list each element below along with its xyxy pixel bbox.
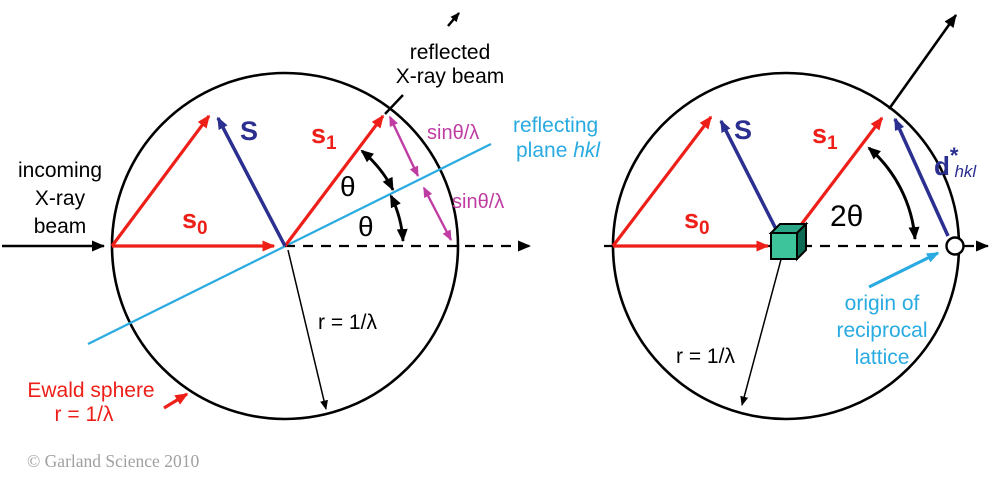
- two-theta-arc: [867, 146, 920, 240]
- incoming-beam-label-line2: X-ray: [35, 187, 86, 210]
- reflecting-plane-label-line2: plane hkl: [516, 139, 601, 162]
- theta-lower-label: θ: [358, 211, 374, 242]
- radius-arrow: [740, 251, 784, 406]
- s-vector-label: S: [240, 116, 258, 146]
- cube-front-face: [770, 232, 798, 260]
- s-vector: [719, 119, 780, 234]
- ewald-pointer-arrow: [163, 392, 189, 410]
- right-diagram: S s1 s0 2θ d*hkl origin of reciprocal la…: [604, 14, 989, 421]
- d-star-vector: [893, 117, 950, 237]
- s1-parallel-vector: [110, 114, 211, 247]
- origin-label-line1: origin of: [845, 292, 920, 315]
- sin-theta-upper-label: sinθ/λ: [427, 122, 479, 144]
- theta-arc-lower: [389, 194, 408, 242]
- theta-upper-label: θ: [340, 171, 356, 202]
- s1-parallel-vector: [611, 115, 713, 247]
- s-vector-label: S: [734, 115, 752, 145]
- sin-theta-lower-label: sinθ/λ: [452, 191, 504, 213]
- reflected-label-tick: [384, 94, 404, 115]
- s0-vector-label: s0: [182, 204, 208, 239]
- ewald-sphere-label-line1: Ewald sphere: [27, 379, 154, 402]
- ewald-sphere-label-line2: r = 1/λ: [55, 403, 114, 426]
- s-vector: [216, 116, 287, 247]
- radius-label: r = 1/λ: [676, 345, 735, 368]
- reflected-beam-label-line2: X-ray beam: [396, 65, 505, 88]
- s1-vector-label: s1: [311, 119, 337, 154]
- radius-arrow: [287, 249, 328, 410]
- crystal-cube-icon: [768, 221, 809, 262]
- two-theta-label: 2θ: [830, 200, 863, 233]
- incoming-beam-label-line3: beam: [34, 215, 87, 238]
- reflected-beam-mini-arrow: [447, 12, 460, 27]
- d-star-label: d*hkl: [934, 143, 977, 181]
- left-diagram: incoming X-ray beam reflected X-ray beam…: [2, 12, 601, 426]
- copyright-text: © Garland Science 2010: [27, 451, 199, 471]
- reflecting-plane-line: [87, 143, 492, 345]
- radius-label: r = 1/λ: [318, 311, 377, 334]
- reflected-beam-label-line1: reflected: [410, 41, 491, 64]
- s0-vector-label: s0: [684, 204, 710, 239]
- reflecting-plane-label-line1: reflecting: [513, 114, 598, 137]
- origin-label-line2: reciprocal: [836, 319, 927, 342]
- incoming-beam-label-line1: incoming: [18, 159, 102, 182]
- origin-pointer-arrow: [868, 251, 940, 289]
- theta-arc-upper: [360, 149, 395, 191]
- origin-label-line3: lattice: [855, 346, 910, 369]
- s1-vector: [283, 114, 385, 247]
- reflected-beam-arrow: [887, 14, 958, 110]
- s1-vector: [789, 116, 884, 239]
- sin-distance-arrow-lower: [422, 186, 453, 241]
- sin-distance-arrow-upper: [388, 115, 420, 177]
- reciprocal-origin-point: [945, 236, 965, 256]
- s1-vector-label: s1: [812, 119, 838, 154]
